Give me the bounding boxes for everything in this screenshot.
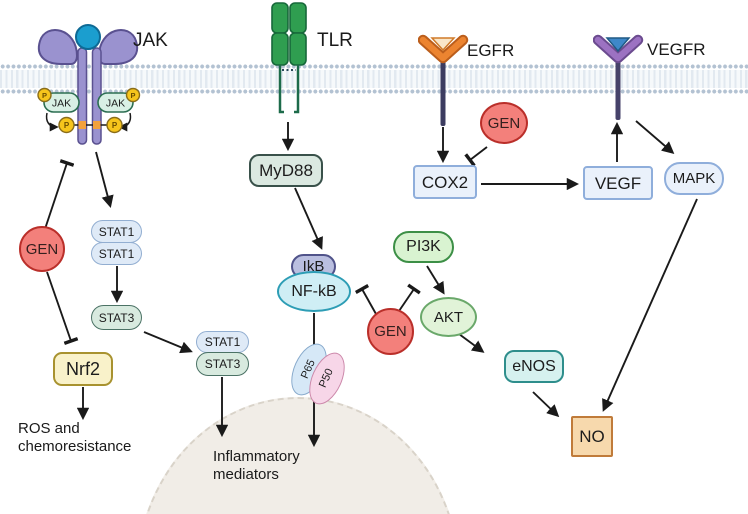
svg-text:P: P	[130, 91, 135, 100]
svg-text:P: P	[112, 121, 118, 130]
node-gen-right: GEN	[480, 102, 528, 144]
vegfr-receptor-icon	[593, 34, 644, 120]
node-nfkb: NF-kB	[277, 271, 351, 312]
node-pi3k: PI3K	[393, 231, 454, 263]
node-stat1-upper: STAT1	[91, 220, 142, 243]
inflammatory-mediators-text: Inflammatory mediators	[213, 448, 300, 483]
phospho-badges: P P P P	[37, 87, 141, 134]
jak-receptor-icon: JAK JAK P P P P	[37, 24, 141, 145]
node-no: NO	[571, 416, 613, 457]
node-stat3-dimer: STAT3	[196, 352, 249, 376]
tlr-receptor-icon	[271, 2, 307, 114]
ligand-ball-icon	[75, 24, 101, 50]
ros-chemoresistance-text: ROS and chemoresistance	[18, 420, 132, 455]
node-stat1-lower: STAT1	[91, 242, 142, 265]
node-mapk: MAPK	[664, 162, 724, 195]
egfr-receptor-icon	[418, 34, 469, 126]
node-gen-left: GEN	[19, 226, 65, 272]
svg-text:JAK: JAK	[106, 98, 125, 110]
egfr-receptor-label: EGFR	[467, 41, 515, 60]
jak-kinase-left	[43, 92, 80, 113]
jak-kinase-right	[97, 92, 134, 113]
svg-text:P: P	[42, 91, 47, 100]
node-stat1-dimer: STAT1	[196, 331, 249, 353]
node-cox2: COX2	[413, 165, 477, 199]
node-akt: AKT	[420, 297, 477, 337]
tlr-receptor-label: TLR	[317, 30, 353, 51]
node-myd88: MyD88	[249, 154, 323, 187]
node-nrf2: Nrf2	[53, 352, 113, 386]
node-vegf: VEGF	[583, 166, 653, 200]
plasma-membrane	[0, 62, 748, 96]
vegfr-receptor-label: VEGFR	[647, 40, 706, 59]
node-stat3: STAT3	[91, 305, 142, 330]
svg-text:JAK: JAK	[52, 98, 71, 110]
node-enos: eNOS	[504, 350, 564, 383]
node-gen-middle: GEN	[367, 308, 414, 355]
jak-receptor-label: JAK	[133, 30, 168, 51]
svg-text:P: P	[64, 121, 70, 130]
